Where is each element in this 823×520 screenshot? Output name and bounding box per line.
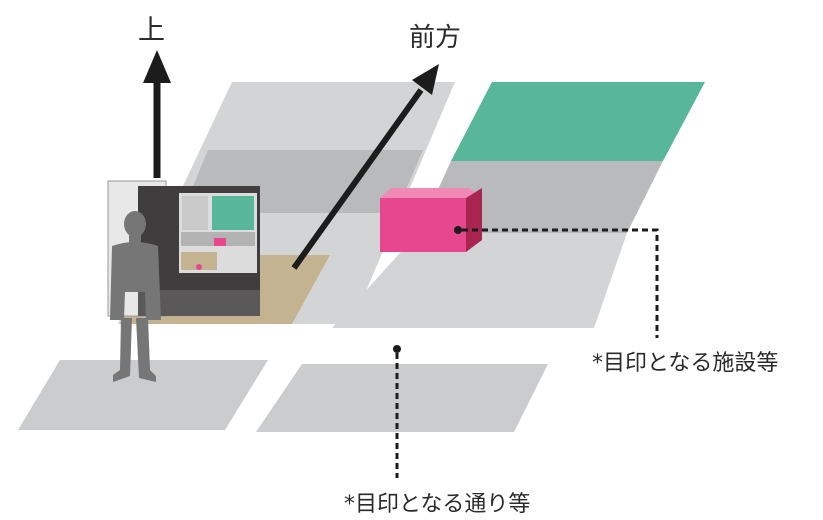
box-top — [380, 188, 482, 198]
label-up: 上 — [138, 15, 165, 46]
mini-map-left-column — [182, 196, 208, 230]
mini-map-sidewalk — [181, 252, 217, 270]
up-arrow — [143, 50, 171, 178]
box-side — [466, 188, 482, 252]
person-silhouette — [110, 211, 161, 382]
landmark-facility-box — [380, 188, 482, 252]
road-tile-front-left — [18, 360, 268, 430]
road-tile-right-front — [332, 233, 627, 328]
street-leader-line — [393, 345, 401, 478]
forward-arrow — [291, 64, 439, 270]
label-landmark-facility: *目印となる施設等 — [592, 351, 779, 376]
mini-map-green — [212, 196, 254, 230]
label-forward: 前方 — [409, 23, 462, 53]
green-block — [451, 82, 705, 161]
label-landmark-street: *目印となる通り等 — [344, 492, 531, 517]
facility-leader-line — [454, 226, 659, 338]
road-tile-front-right — [256, 364, 548, 432]
box-front — [380, 198, 466, 252]
mini-map-you-are-here — [196, 264, 202, 270]
mini-map-pink-marker — [214, 238, 226, 246]
